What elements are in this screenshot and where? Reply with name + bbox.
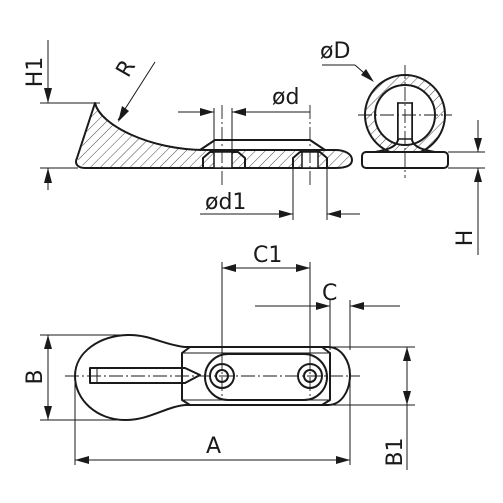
dim-c: C — [255, 281, 400, 350]
label-r: R — [112, 56, 141, 82]
top-view — [65, 334, 360, 421]
dim-c1: C1 — [221, 243, 311, 355]
dim-d1: ød1 — [200, 168, 360, 220]
side-view-outline — [75, 102, 353, 169]
top-view-plate — [181, 346, 331, 406]
label-d1: ød1 — [205, 190, 246, 215]
dim-b1: B1 — [330, 346, 415, 470]
dim-h: H — [448, 120, 485, 255]
label-dd: øD — [320, 39, 350, 64]
end-view-web — [374, 102, 436, 153]
label-a: A — [206, 434, 221, 459]
label-b: B — [23, 369, 48, 384]
dim-dd: øD — [320, 39, 374, 82]
label-h: H — [453, 230, 478, 247]
dim-b: B — [23, 334, 130, 421]
dim-d: ød — [178, 85, 310, 150]
label-h1: H1 — [23, 57, 48, 88]
label-c1: C1 — [253, 243, 282, 268]
side-view — [75, 102, 353, 185]
top-view-pin — [89, 367, 201, 384]
side-view-plate — [199, 139, 326, 151]
label-d: ød — [272, 85, 299, 110]
side-view-section — [78, 103, 352, 168]
label-b1: B1 — [383, 437, 408, 466]
label-c: C — [322, 281, 337, 306]
top-view-slot — [204, 353, 328, 401]
dim-h1: H1 — [23, 40, 100, 190]
end-view — [358, 65, 452, 178]
dim-a: A — [74, 380, 351, 465]
top-view-outline — [74, 334, 351, 421]
dim-r: R — [112, 56, 156, 122]
